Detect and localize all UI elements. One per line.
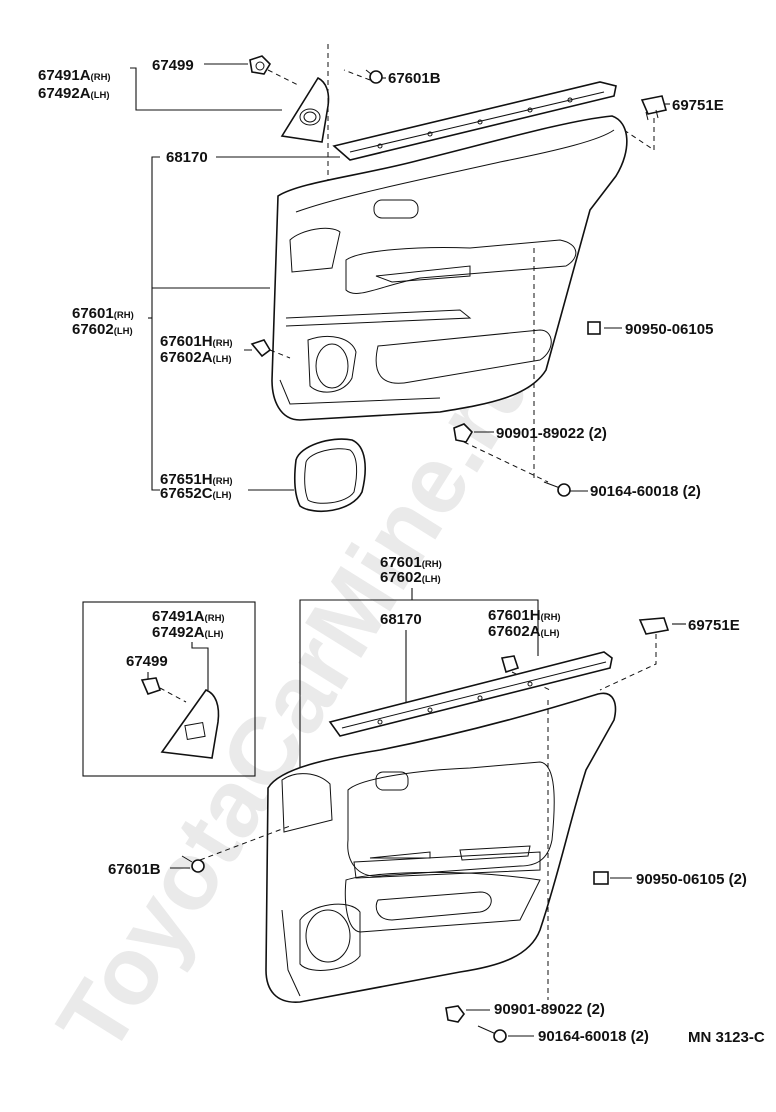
label-69751E-lower: 69751E xyxy=(688,617,740,634)
label-67491A-lower: 67491A(RH) xyxy=(152,608,225,625)
label-67601-upper: 67601(RH) xyxy=(72,305,134,322)
label-67652C-upper: 67652C(LH) xyxy=(160,485,232,502)
label-90901-upper: 90901-89022 (2) xyxy=(496,425,607,442)
label-67601-lower: 67601(RH) xyxy=(380,554,442,571)
mirror-cover-upper xyxy=(280,76,330,143)
label-90901-lower: 90901-89022 (2) xyxy=(494,1001,605,1018)
label-67602A-upper: 67602A(LH) xyxy=(160,349,232,366)
screw-67601B-upper xyxy=(365,69,383,84)
clip-67499-lower xyxy=(140,677,162,695)
clip-67601H-lower xyxy=(500,655,520,674)
door-trim-panel-upper xyxy=(271,115,628,421)
clip-90950-lower xyxy=(593,871,609,885)
nut-90901-upper xyxy=(453,423,474,443)
nut-90901-lower xyxy=(445,1005,465,1023)
label-90164-lower: 90164-60018 (2) xyxy=(538,1028,649,1045)
label-67601B-lower: 67601B xyxy=(108,861,161,878)
belt-molding-lower xyxy=(328,651,613,737)
clip-67601H-upper xyxy=(244,339,272,358)
screw-90164-upper xyxy=(543,481,571,497)
lower-assembly: 67601(RH) 67602(LH) 68170 67601H(RH) 676… xyxy=(82,554,765,1046)
label-90164-upper: 90164-60018 (2) xyxy=(590,483,701,500)
clip-69751E-lower xyxy=(638,617,670,635)
label-67602A-lower: 67602A(LH) xyxy=(488,623,560,640)
label-67492A-lower: 67492A(LH) xyxy=(152,624,224,641)
label-68170-upper: 68170 xyxy=(166,149,208,166)
label-67601H-lower: 67601H(RH) xyxy=(488,607,561,624)
clip-69751E-upper xyxy=(640,95,668,121)
label-90950-lower: 90950-06105 (2) xyxy=(636,871,747,888)
label-67601B-upper: 67601B xyxy=(388,70,441,87)
label-68170-lower: 68170 xyxy=(380,611,422,628)
door-trim-panel-lower xyxy=(265,692,617,1003)
label-67491A-upper: 67491A(RH) xyxy=(38,67,111,84)
label-67602-upper: 67602(LH) xyxy=(72,321,133,338)
label-67499-lower: 67499 xyxy=(126,653,168,670)
label-67601H-upper: 67601H(RH) xyxy=(160,333,233,350)
label-90950-upper: 90950-06105 xyxy=(625,321,713,338)
label-67492A-upper: 67492A(LH) xyxy=(38,85,110,102)
label-67651H-upper: 67651H(RH) xyxy=(160,471,233,488)
speaker-grille-upper xyxy=(294,438,366,513)
label-67499-upper: 67499 xyxy=(152,57,194,74)
clip-90950-upper xyxy=(587,321,601,335)
screw-90164-lower xyxy=(477,1025,507,1043)
belt-molding-upper xyxy=(332,81,617,161)
label-69751E-upper: 69751E xyxy=(672,97,724,114)
label-67602-lower: 67602(LH) xyxy=(380,569,441,586)
inset-box-lower: 67491A(RH) 67492A(LH) 67499 xyxy=(82,601,256,777)
upper-assembly: 67499 67491A(RH) 67492A(LH) 67601B 69751… xyxy=(38,44,724,513)
mirror-cover-lower xyxy=(160,689,220,759)
clip-67499-upper xyxy=(249,55,272,75)
screw-67601B-lower xyxy=(181,855,205,873)
diagram-code: MN 3123-C xyxy=(688,1029,765,1046)
